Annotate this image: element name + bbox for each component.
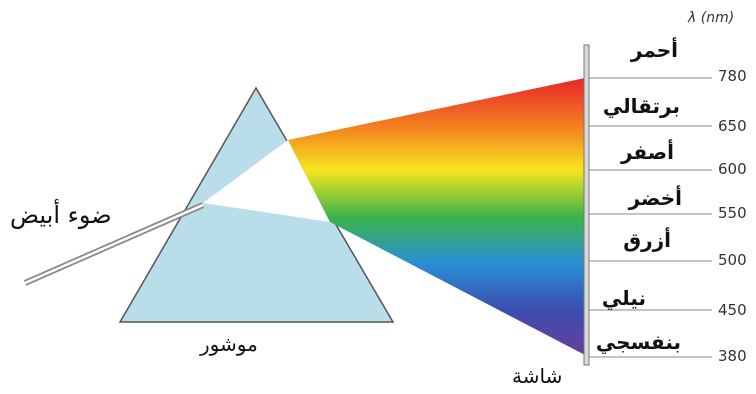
band-label-blue: أزرق: [623, 228, 671, 252]
wavelength-500: 500: [718, 251, 747, 269]
wavelength-650: 650: [718, 117, 747, 135]
band-label-red: أحمر: [631, 38, 678, 62]
wavelength-unit-label: λ (nm): [688, 10, 734, 26]
screen-label: شاشة: [512, 364, 562, 388]
wavelength-550: 550: [718, 204, 747, 222]
wavelength-600: 600: [718, 160, 747, 178]
wavelength-ticks: [589, 78, 712, 357]
band-label-green: أخضر: [629, 186, 682, 210]
wavelength-450: 450: [718, 301, 747, 319]
wavelength-780: 780: [718, 67, 747, 85]
band-label-yellow: أصفر: [621, 140, 674, 164]
band-label-violet: بنفسجي: [596, 330, 681, 354]
wavelength-380: 380: [718, 347, 747, 365]
band-label-indigo: نيلي: [602, 286, 646, 310]
white-light-label: ضوء أبيض: [10, 201, 112, 229]
screen: [584, 45, 589, 365]
prism-label: موشور: [200, 332, 258, 356]
band-label-orange: برتقالي: [603, 94, 680, 118]
